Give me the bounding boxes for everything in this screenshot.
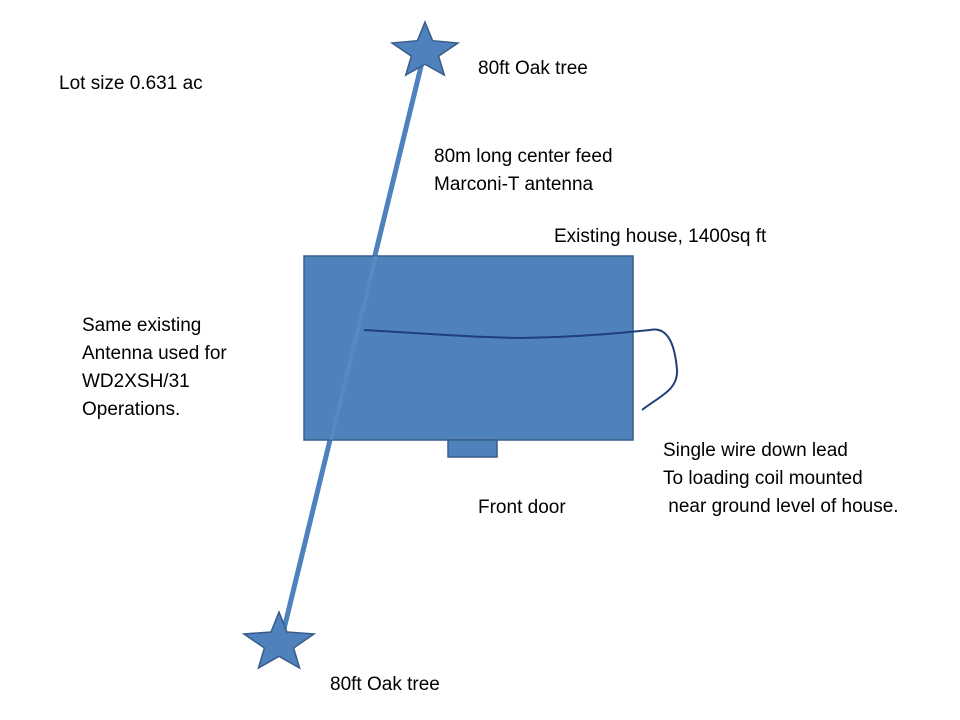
star-icon [241,609,317,670]
same-antenna-line-2: Antenna used for [82,343,227,364]
down-lead-line-2: To loading coil mounted [663,468,863,489]
antenna-span-line-over-house [329,255,378,441]
antenna-label-line-1: 80m long center feed [434,146,613,167]
lot-size-label: Lot size 0.631 ac [59,73,203,94]
down-lead-line-3: near ground level of house. [663,496,899,517]
oak-tree-top-label: 80ft Oak tree [478,58,588,79]
star-icon [389,20,461,77]
down-lead-wire [363,328,679,411]
down-lead-line-1: Single wire down lead [663,440,848,461]
antenna-label-line-2: Marconi-T antenna [434,174,594,195]
same-antenna-line-3: WD2XSH/31 [82,371,190,392]
front-door-shape [447,439,498,458]
house-label: Existing house, 1400sq ft [554,226,767,247]
same-antenna-line-1: Same existing [82,315,202,336]
front-door-label: Front door [478,497,566,518]
same-antenna-line-4: Operations. [82,399,181,420]
oak-tree-bottom-label: 80ft Oak tree [330,674,440,695]
